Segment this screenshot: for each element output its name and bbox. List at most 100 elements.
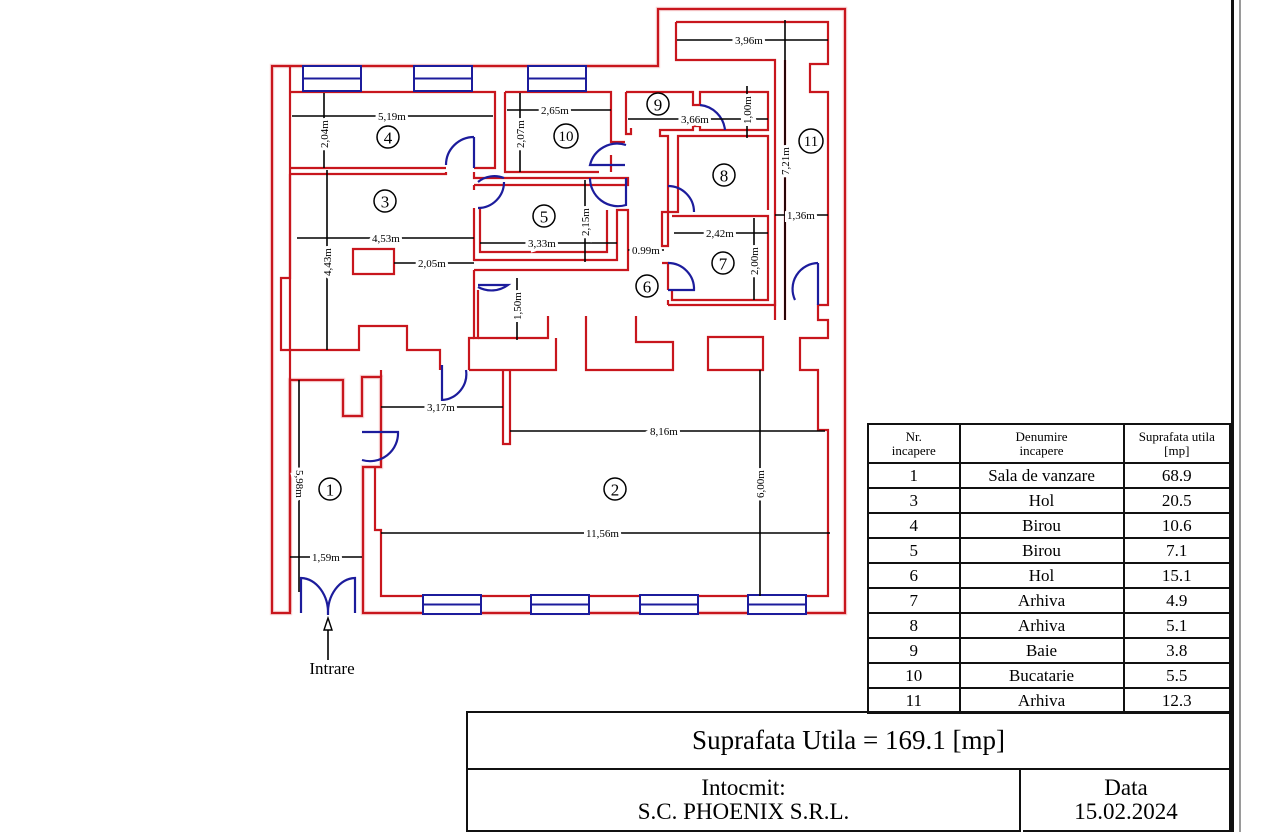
cell-nr: 11 <box>867 687 961 714</box>
svg-text:5: 5 <box>540 208 549 227</box>
cell-area: 20.5 <box>1122 487 1232 514</box>
door <box>667 184 696 213</box>
dim-label: 6,00m <box>755 470 767 498</box>
dim-label: 3,33m <box>528 238 556 250</box>
dim-label: 3,17m <box>427 402 455 414</box>
door <box>444 135 476 168</box>
cell-nr: 10 <box>867 662 961 689</box>
windows <box>302 65 807 615</box>
dim-label: 2,04m <box>319 120 331 148</box>
svg-text:1: 1 <box>326 481 335 500</box>
date-cell: Data 15.02.2024 <box>1023 770 1229 832</box>
cell-name: Arhiva <box>958 587 1125 614</box>
room-number-7: 7 <box>711 251 735 275</box>
room-number-3: 3 <box>373 189 397 213</box>
door <box>588 142 627 167</box>
cell-nr: 7 <box>867 587 961 614</box>
cell-name: Birou <box>958 512 1125 539</box>
window <box>530 594 590 615</box>
svg-text:3: 3 <box>381 193 390 212</box>
door <box>361 430 400 463</box>
cell-name: Arhiva <box>958 612 1125 639</box>
dim-label: 11,56m <box>586 528 619 540</box>
cell-nr: 1 <box>867 462 961 489</box>
room-number-9: 9 <box>646 92 670 116</box>
cell-area: 68.9 <box>1122 462 1232 489</box>
cell-nr: 8 <box>867 612 961 639</box>
dimension-lines <box>290 20 830 660</box>
header-area: Suprafata utila[mp] <box>1122 423 1232 464</box>
walls <box>269 6 848 616</box>
dim-label: 1,50m <box>512 292 524 320</box>
header-nr: Nr.incapere <box>867 423 961 464</box>
door <box>440 365 468 402</box>
room-number-4: 4 <box>376 125 400 149</box>
cell-name: Baie <box>958 637 1125 664</box>
date-value: 15.02.2024 <box>1074 799 1178 824</box>
author-name: S.C. PHOENIX S.R.L. <box>637 799 850 824</box>
dim-label: 2,07m <box>515 120 527 148</box>
entrance-label: Intrare <box>309 659 354 678</box>
window <box>639 594 699 615</box>
dim-label: 5,98m <box>293 470 305 498</box>
dim-label: 1,59m <box>312 552 340 564</box>
svg-text:6: 6 <box>643 278 652 297</box>
dim-label: 8,16m <box>650 426 678 438</box>
cell-name: Birou <box>958 537 1125 564</box>
dim-label: 0.99m <box>632 245 660 257</box>
window <box>422 594 482 615</box>
door <box>791 261 819 301</box>
door <box>477 175 506 210</box>
window <box>302 65 362 92</box>
door <box>588 177 628 208</box>
dim-label: 5,19m <box>378 111 406 123</box>
total-area: Suprafata Utila = 169.1 [mp] <box>468 713 1229 770</box>
cell-nr: 3 <box>867 487 961 514</box>
window <box>413 65 473 92</box>
cell-area: 5.1 <box>1122 612 1232 639</box>
dim-label: 1,00m <box>742 96 754 124</box>
room-number-11: 11 <box>798 128 824 154</box>
cell-name: Sala de vanzare <box>958 462 1125 489</box>
cell-area: 3.8 <box>1122 637 1232 664</box>
cell-area: 15.1 <box>1122 562 1232 589</box>
dim-label: 3,66m <box>681 114 709 126</box>
cell-area: 12.3 <box>1122 687 1232 714</box>
svg-text:9: 9 <box>654 96 663 115</box>
cell-nr: 6 <box>867 562 961 589</box>
dim-label: 2,42m <box>706 228 734 240</box>
room-number-10: 10 <box>553 123 579 149</box>
room-number-6: 6 <box>635 274 659 298</box>
room-number-1: 1 <box>318 477 342 501</box>
cell-area: 5.5 <box>1122 662 1232 689</box>
svg-text:10: 10 <box>559 129 574 145</box>
date-label: Data <box>1104 775 1148 800</box>
cell-area: 7.1 <box>1122 537 1232 564</box>
room-number-8: 8 <box>712 163 736 187</box>
cell-name: Bucatarie <box>958 662 1125 689</box>
cell-nr: 5 <box>867 537 961 564</box>
window <box>747 594 807 615</box>
dim-label: 2,65m <box>541 105 569 117</box>
dim-label: 4,53m <box>372 233 400 245</box>
author-label: Intocmit: <box>701 775 786 800</box>
svg-text:7: 7 <box>719 255 728 274</box>
dim-label: 2,15m <box>580 208 592 236</box>
doors <box>299 103 820 616</box>
frame-border-secondary <box>1239 0 1241 832</box>
dim-label: 4,43m <box>322 248 334 276</box>
cell-nr: 9 <box>867 637 961 664</box>
floor-plan: 5,19m 2,04m 2,65m 2,07m 3,66m 1,00m 3,96… <box>269 6 848 678</box>
cell-area: 10.6 <box>1122 512 1232 539</box>
door <box>477 283 512 292</box>
cell-name: Arhiva <box>958 687 1125 714</box>
